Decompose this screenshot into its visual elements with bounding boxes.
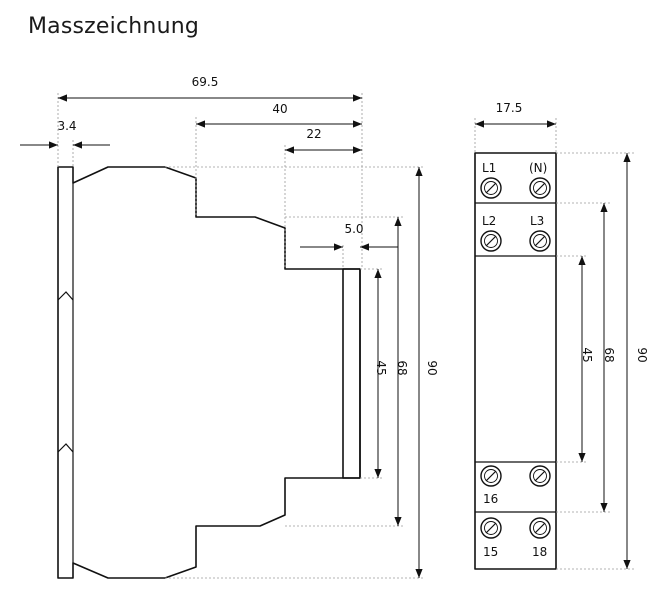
dim-label-45-front: 45 bbox=[580, 347, 594, 362]
front-view: L1 (N) L2 L3 16 15 18 bbox=[474, 101, 649, 570]
dim-label-68-front: 68 bbox=[602, 347, 616, 362]
terminal-label-16: 16 bbox=[483, 492, 498, 506]
terminal-screw-l1 bbox=[480, 177, 502, 199]
terminal-screw-l3 bbox=[529, 230, 551, 252]
terminal-label-l1: L1 bbox=[482, 161, 496, 175]
dim-label-69-5: 69.5 bbox=[192, 75, 219, 89]
dim-label-90-side: 90 bbox=[425, 360, 439, 375]
terminal-screw-n bbox=[529, 177, 551, 199]
side-clip-notch-top bbox=[57, 291, 74, 301]
side-clip-notch-bottom bbox=[57, 443, 74, 453]
terminal-label-l3: L3 bbox=[530, 214, 544, 228]
dim-label-90-front: 90 bbox=[635, 347, 649, 362]
front-housing-outline bbox=[474, 152, 557, 570]
side-view: 69.5 40 22 3.4 5.0 45 68 90 bbox=[20, 75, 439, 579]
terminal-label-15: 15 bbox=[483, 545, 498, 559]
dim-label-3-4: 3.4 bbox=[57, 119, 76, 133]
side-housing-outline bbox=[57, 166, 361, 579]
terminal-screw-l2 bbox=[480, 230, 502, 252]
terminal-label-18: 18 bbox=[532, 545, 547, 559]
terminal-screw-16 bbox=[480, 465, 502, 487]
side-front-plate bbox=[342, 268, 361, 479]
terminal-screw-15 bbox=[480, 517, 502, 539]
terminal-label-n: (N) bbox=[529, 161, 547, 175]
dim-label-17-5: 17.5 bbox=[496, 101, 523, 115]
dim-label-45-side: 45 bbox=[374, 360, 388, 375]
dim-label-5-0: 5.0 bbox=[344, 222, 363, 236]
terminal-label-l2: L2 bbox=[482, 214, 496, 228]
terminal-screw-16b bbox=[529, 465, 551, 487]
dim-label-40: 40 bbox=[272, 102, 287, 116]
dim-label-68-side: 68 bbox=[395, 360, 409, 375]
page-title: Masszeichnung bbox=[28, 14, 200, 39]
dim-label-22: 22 bbox=[306, 127, 321, 141]
terminal-screw-18 bbox=[529, 517, 551, 539]
